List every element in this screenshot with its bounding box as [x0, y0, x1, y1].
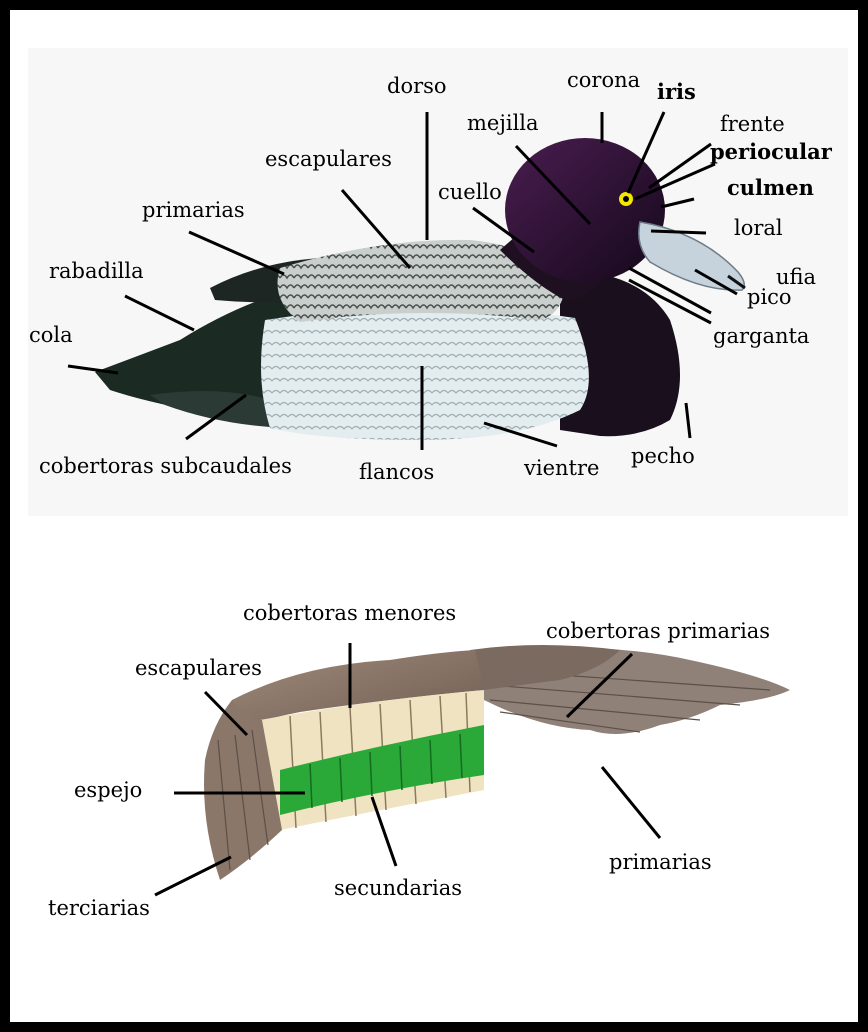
label-loral: loral: [734, 216, 783, 240]
label-iris: iris: [657, 80, 696, 104]
leader-frente: [649, 144, 711, 188]
label-flancos: flancos: [359, 460, 434, 484]
label-terciarias: terciarias: [48, 896, 150, 920]
leader-loral: [651, 231, 706, 233]
leader-primarias: [189, 232, 284, 274]
leader-rabadilla: [125, 296, 194, 330]
label-cola: cola: [29, 323, 73, 347]
label-pecho: pecho: [631, 444, 695, 468]
label-primarias: primarias: [142, 198, 245, 222]
wing-illustration: [204, 645, 790, 880]
label-espejo: espejo: [74, 778, 142, 802]
duck-flank: [261, 307, 589, 440]
label-rabadilla: rabadilla: [49, 259, 144, 283]
label-escapulares: escapulares: [265, 147, 392, 171]
leader-wing-primarias: [602, 767, 660, 838]
label-culmen: culmen: [727, 176, 814, 200]
label-frente: frente: [720, 112, 785, 136]
label-mejilla: mejilla: [467, 111, 539, 135]
label-secundarias: secundarias: [334, 876, 462, 900]
label-vientre: vientre: [524, 456, 599, 480]
label-dorso: dorso: [387, 74, 447, 98]
leader-culmen: [661, 199, 694, 207]
duck-pupil: [623, 196, 629, 202]
label-cobertoras-subcaudales: cobertoras subcaudales: [39, 454, 292, 478]
label-wing-primarias: primarias: [609, 850, 712, 874]
leader-pecho: [686, 403, 690, 438]
label-cobertoras-menores: cobertoras menores: [243, 601, 456, 625]
label-periocular: periocular: [710, 140, 832, 164]
label-garganta: garganta: [713, 324, 809, 348]
label-cuello: cuello: [438, 180, 502, 204]
label-corona: corona: [567, 68, 640, 92]
label-cobertoras-primarias: cobertoras primarias: [546, 619, 770, 643]
label-wing-escapulares: escapulares: [135, 656, 262, 680]
label-pico: pico: [747, 285, 792, 309]
